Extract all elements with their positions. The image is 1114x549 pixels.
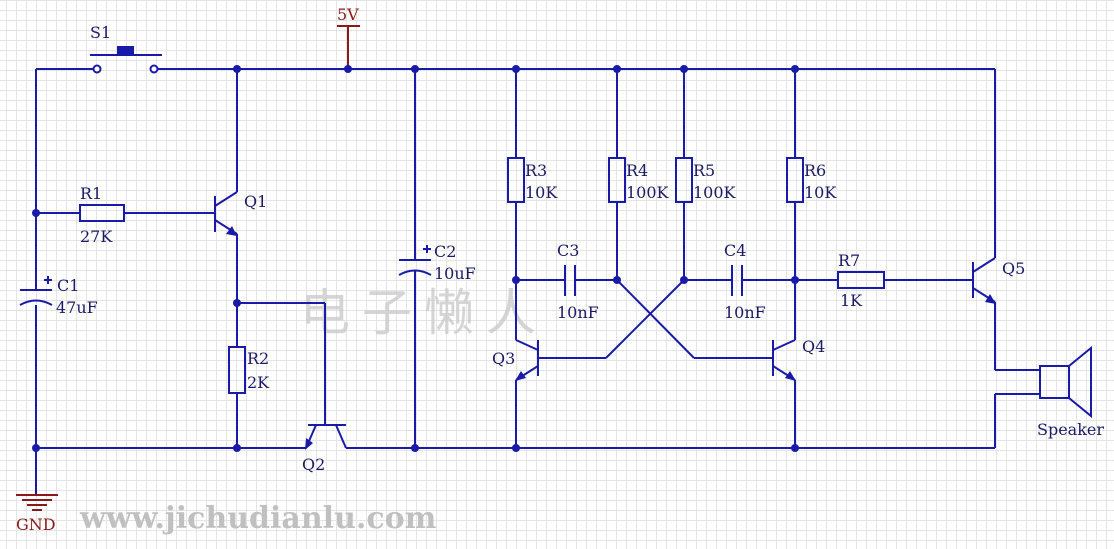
transistor-q1: Q1 [214,69,267,347]
junctions [32,65,799,452]
c4-value: 10nF [724,303,766,322]
s1-label: S1 [90,23,111,42]
r4-value: 100K [626,183,670,202]
cross-coupling [538,279,773,359]
r6-name: R6 [804,161,826,180]
resistor-r4: R4 100K [608,69,670,280]
speaker-label: Speaker [1037,420,1104,439]
r3-value: 10K [525,183,558,202]
switch-s1: S1 [90,23,162,74]
resistor-r6: R6 10K [786,69,837,340]
capacitor-c2: C2 10uF [398,69,476,448]
transistor-q2: Q2 [237,302,347,474]
gnd-label: GND [16,515,56,534]
r4-name: R4 [626,161,648,180]
resistor-r1: R1 27K [36,184,215,246]
resistor-r7: R7 1K [795,251,973,310]
q3-label: Q3 [492,349,515,368]
c2-name: C2 [434,242,456,261]
r1-value: 27K [80,227,113,246]
r7-value: 1K [840,291,863,310]
r7-name: R7 [838,251,860,270]
r5-name: R5 [693,161,715,180]
resistor-r3: R3 10K [507,69,558,340]
resistor-r5: R5 100K [675,69,737,280]
capacitor-c1: C1 47uF [19,276,98,317]
capacitor-c3: C3 10nF [516,241,617,322]
c3-value: 10nF [557,303,599,322]
r2-value: 2K [247,373,270,392]
ground-symbol: GND [16,494,58,534]
r5-value: 100K [693,183,737,202]
transistor-q5: Q5 [972,69,1025,370]
watermark-url: www.jichudianlu.com [79,501,437,536]
speaker: Speaker [994,345,1104,448]
q2-label: Q2 [302,455,325,474]
watermark-chinese: 电子懒人 [300,284,548,342]
ground-rail [35,447,995,495]
q1-label: Q1 [244,192,267,211]
q4-label: Q4 [802,337,825,356]
c3-name: C3 [557,241,579,260]
resistor-r2: R2 2K [228,346,270,448]
supply-rail [35,68,995,448]
c1-name: C1 [57,276,79,295]
q5-label: Q5 [1002,259,1025,278]
r6-value: 10K [804,183,837,202]
transistor-q4: Q4 [772,337,825,448]
c1-value: 47uF [56,298,98,317]
r2-name: R2 [247,349,269,368]
vcc-label: 5V [337,5,359,24]
capacitor-c4: C4 10nF [684,241,795,322]
transistor-q3: Q3 [492,339,539,448]
r1-name: R1 [80,184,102,203]
c2-value: 10uF [434,264,476,283]
c4-name: C4 [724,241,746,260]
r3-name: R3 [525,161,547,180]
vcc-symbol: 5V [337,5,360,69]
